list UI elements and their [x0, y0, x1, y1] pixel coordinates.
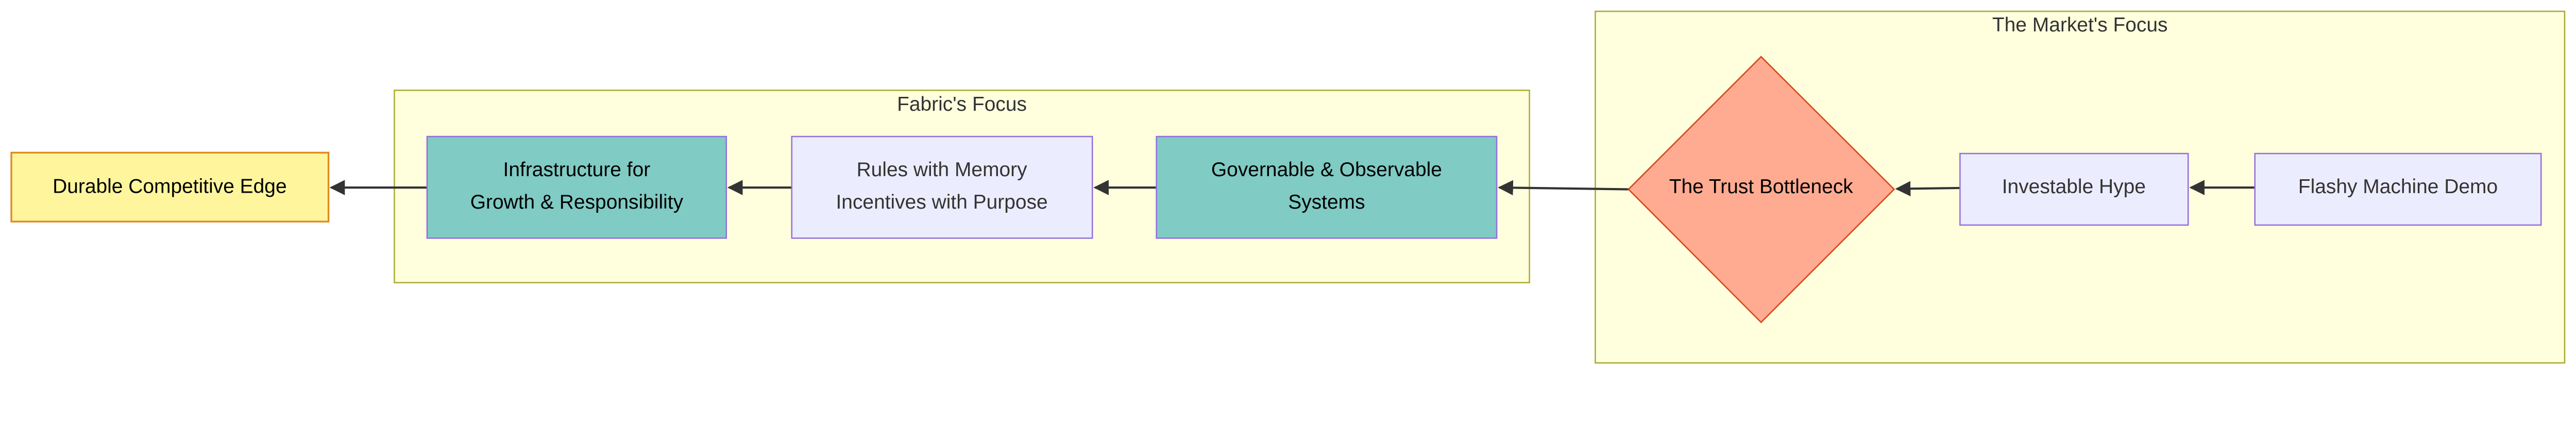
node-trust-bottleneck[interactable]: The Trust Bottleneck [1628, 56, 1895, 323]
node-flashy-machine-demo[interactable]: Flashy Machine Demo [2254, 152, 2542, 226]
flowchart: Fabric's Focus The Market's Focus Durabl… [10, 10, 2566, 364]
edge-trust-to-governable [1498, 180, 1629, 196]
node-governable[interactable]: Governable & Observable Systems [1156, 135, 1498, 239]
node-durable-competitive-edge[interactable]: Durable Competitive Edge [10, 151, 330, 223]
node-rules[interactable]: Rules with Memory Incentives with Purpos… [791, 135, 1093, 239]
node-label: Investable Hype [2002, 176, 2146, 198]
edge-hype-to-trust [1895, 181, 1960, 197]
subgraph-market-title: The Market's Focus [1992, 14, 2168, 36]
node-label: The Trust Bottleneck [1669, 176, 1854, 198]
node-label-line2: Incentives with Purpose [836, 191, 1047, 213]
node-label-line1: Infrastructure for [503, 159, 651, 181]
edges [329, 180, 2255, 197]
node-label: Durable Competitive Edge [53, 175, 287, 197]
subgraph-fabric-title: Fabric's Focus [897, 93, 1027, 115]
node-label-line1: Rules with Memory [857, 159, 1028, 181]
node-investable-hype[interactable]: Investable Hype [1959, 152, 2189, 226]
node-label-line1: Governable & Observable [1211, 159, 1442, 181]
node-infrastructure[interactable]: Infrastructure for Growth & Responsibili… [426, 135, 727, 239]
node-label-line2: Systems [1288, 191, 1365, 213]
node-label: Flashy Machine Demo [2298, 176, 2498, 198]
node-label-line2: Growth & Responsibility [470, 191, 684, 213]
